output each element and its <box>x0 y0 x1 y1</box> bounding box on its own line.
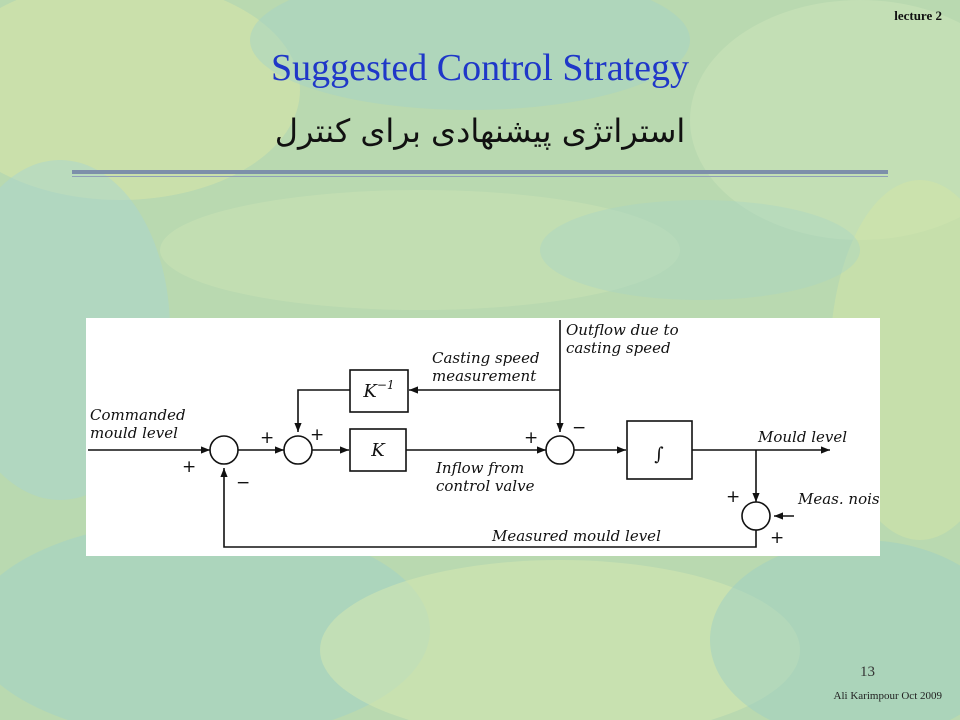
label-inflow-line1: Inflow from <box>435 459 524 477</box>
label-casting-speed-line2: measurement <box>432 367 537 385</box>
k-block <box>349 428 407 472</box>
lecture-label: lecture 2 <box>894 8 942 23</box>
block-diagram-svg: K−1 K ∫ Commanded mould level Outflow du… <box>88 320 880 548</box>
title-divider <box>72 170 888 174</box>
sign-sum4-input: + <box>726 487 740 507</box>
sign-sum1-feedback: − <box>236 473 250 493</box>
slide-title: Suggested Control Strategy <box>271 47 689 89</box>
footer-author: Ali Karimpour Oct 2009 <box>833 690 942 702</box>
summing-junction-4 <box>741 501 771 531</box>
k-label: K <box>370 440 386 461</box>
label-meas-noise: Meas. noise <box>797 490 880 508</box>
sign-sum1-input: + <box>182 457 196 477</box>
label-measured-mould-level: Measured mould level <box>491 527 661 545</box>
integrator-symbol: ∫ <box>654 444 664 465</box>
sign-sum2-feedforward: + <box>310 425 324 445</box>
integrator-block <box>626 420 693 480</box>
label-commanded-line2: mould level <box>90 424 178 442</box>
label-commanded-line1: Commanded <box>90 406 186 424</box>
summing-junction-1 <box>209 435 239 465</box>
sign-sum2-input: + <box>260 428 274 448</box>
block-diagram: K−1 K ∫ Commanded mould level Outflow du… <box>86 318 880 556</box>
title-divider-thin <box>72 176 888 177</box>
label-outflow-line2: casting speed <box>566 339 671 357</box>
label-outflow-line1: Outflow due to <box>566 321 679 339</box>
edge-measured-feedback <box>220 468 757 548</box>
label-casting-speed-line1: Casting speed <box>432 349 540 367</box>
slide-subtitle-persian: استراتژی پیشنهادی برای کنترل <box>274 112 686 150</box>
label-inflow-line2: control valve <box>436 477 535 495</box>
page-number: 13 <box>860 664 875 680</box>
edge-kinv-to-sum2 <box>294 389 350 432</box>
sign-sum3-disturbance: − <box>572 418 586 438</box>
k-inverse-label: K−1 <box>362 378 394 402</box>
k-inverse-block <box>349 369 409 413</box>
summing-junction-3 <box>545 435 575 465</box>
sign-sum3-input: + <box>524 428 538 448</box>
sign-sum4-noise: + <box>770 528 784 548</box>
summing-junction-2 <box>283 435 313 465</box>
label-mould-level: Mould level <box>757 428 847 446</box>
